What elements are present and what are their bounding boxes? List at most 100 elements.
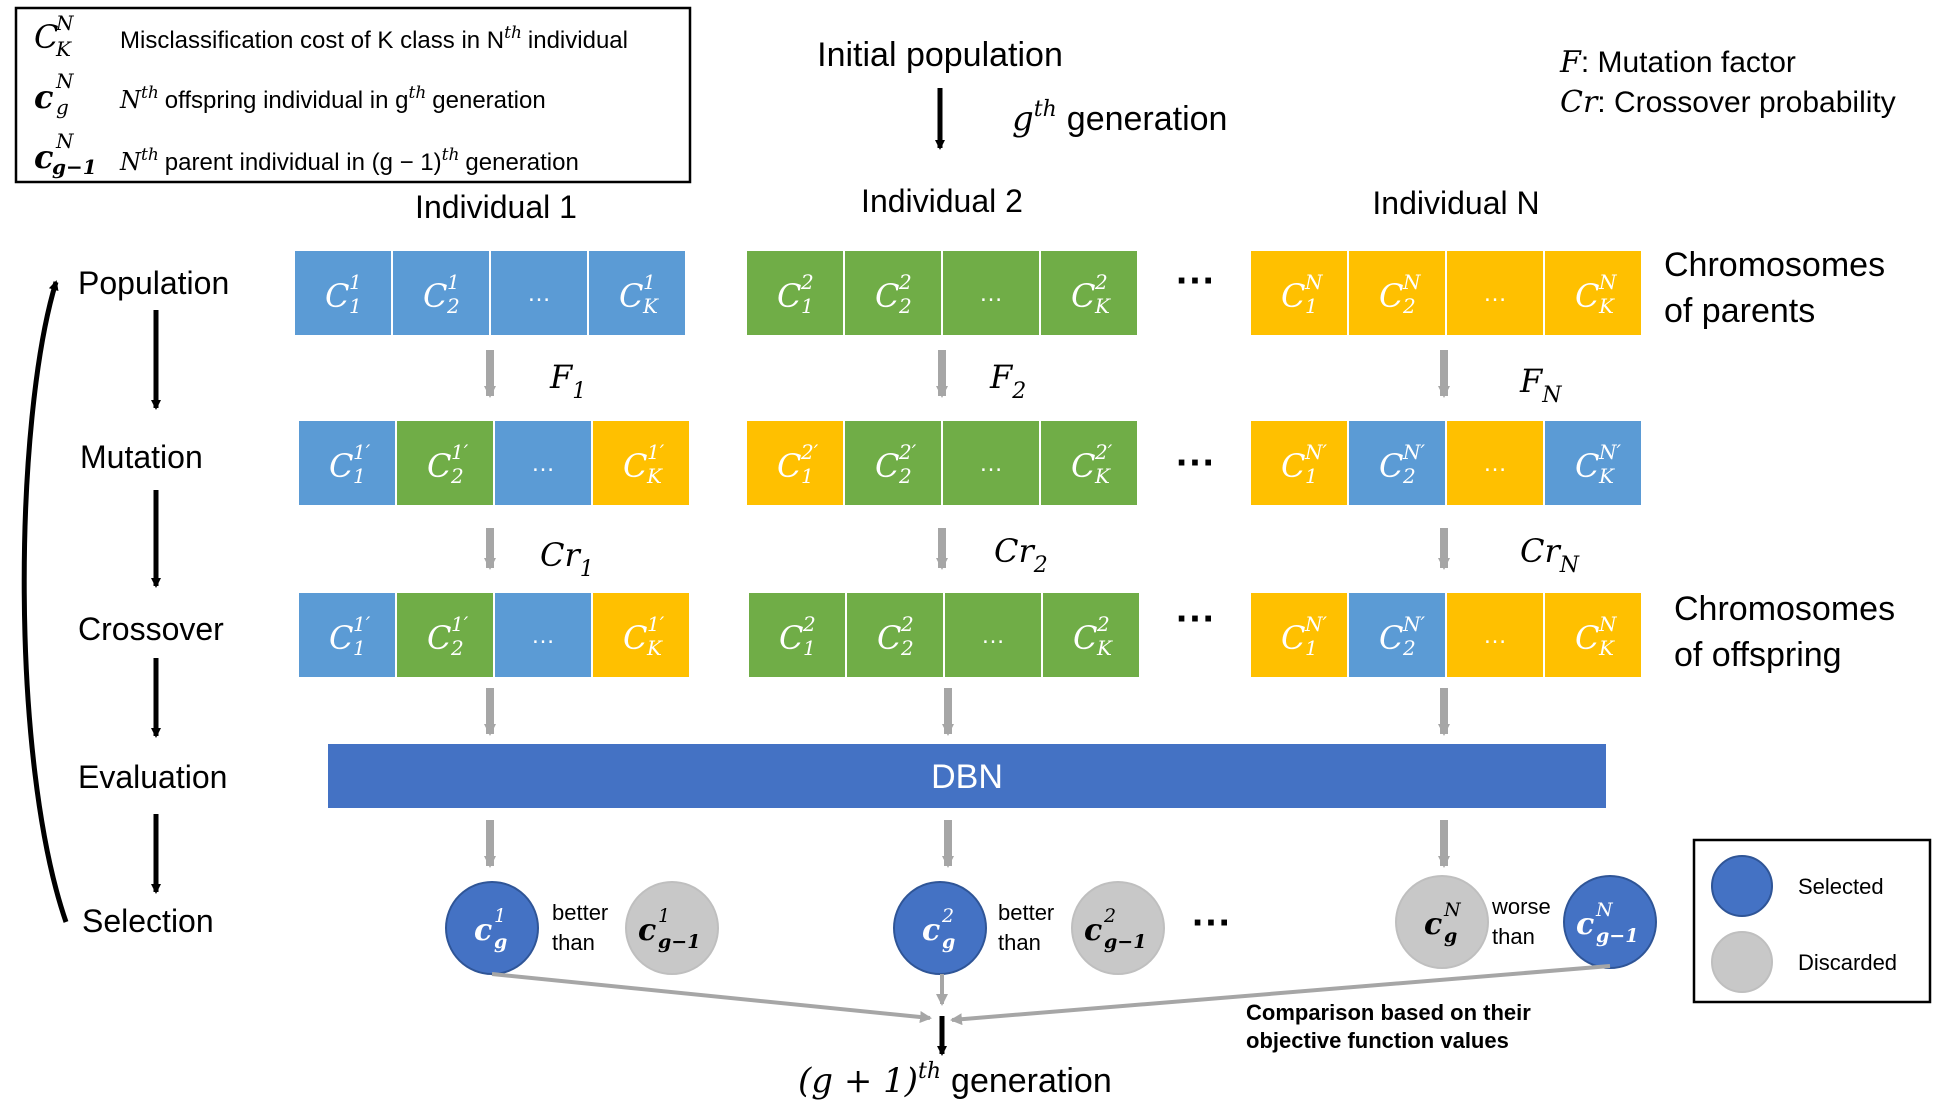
svg-text:Chromosomes: Chromosomes <box>1674 590 1895 628</box>
f-text: : Mutation factor <box>1581 46 1796 79</box>
gene-sub: 2 <box>898 294 912 318</box>
gene-sub: 2 <box>1402 294 1416 318</box>
converging-arrows <box>491 964 1611 1056</box>
crossover-gene-cell: … <box>943 591 1043 679</box>
gene-sup: N <box>1598 270 1618 294</box>
gene-symbol: C <box>777 447 801 485</box>
gene-symbol: C <box>1575 619 1599 657</box>
notation-box: C N K Misclassification cost of K class … <box>14 6 692 184</box>
svg-text:of offspring: of offspring <box>1674 636 1842 674</box>
gene-sup: 2 <box>1094 270 1108 294</box>
gene-ellipsis: … <box>531 622 555 649</box>
gene-symbol: C <box>877 619 901 657</box>
gene-symbol: C <box>325 277 349 315</box>
legend-discarded-label: Discarded <box>1798 950 1897 975</box>
gene-symbol: C <box>623 619 647 657</box>
gene-cell-bg <box>745 249 845 337</box>
gene-sub: K <box>642 294 659 318</box>
gene-symbol: C <box>423 277 447 315</box>
gene-symbol: C <box>329 447 353 485</box>
selection-legend: Selected Discarded <box>1692 838 1932 1004</box>
gene-ellipsis: … <box>979 450 1003 477</box>
notation-text-sup: th <box>141 145 159 165</box>
stage-evaluation: Evaluation <box>78 759 227 795</box>
gene-cell-bg <box>493 591 593 679</box>
gene-sup: N′ <box>1402 612 1426 636</box>
gene-symbol: C <box>1575 277 1599 315</box>
gene-cell-bg <box>745 419 845 507</box>
gene-sub: K <box>1094 464 1111 488</box>
gene-sup: 1′ <box>647 612 665 636</box>
gene-sub: 2 <box>450 464 464 488</box>
circle-symbol: c <box>638 913 656 948</box>
mutation-gene-cell: … <box>1445 419 1545 507</box>
gene-sub: 1 <box>801 294 814 318</box>
gene-cell-bg <box>747 591 847 679</box>
gene-symbol: C <box>1281 619 1305 657</box>
gene-cell-bg <box>843 419 943 507</box>
gene-sup: 1′ <box>353 612 371 636</box>
notation-sup: N <box>55 11 75 35</box>
gene-sup: 2′ <box>898 440 917 464</box>
gene-sup: 1′ <box>353 440 371 464</box>
gene-sup: 1′ <box>451 612 469 636</box>
gene-cell-bg <box>1543 591 1643 679</box>
gene-cell-bg <box>1347 249 1447 337</box>
discarded-individual-circle <box>1395 875 1489 969</box>
stage-crossover: Crossover <box>78 611 224 647</box>
comparison-note-line1: Comparison based on their <box>1246 1000 1531 1025</box>
gene-sub: 1 <box>801 464 814 488</box>
mutation-gene-cell: … <box>493 419 593 507</box>
f-symbol: F <box>1559 45 1582 80</box>
gene-sup: 1 <box>349 270 362 294</box>
stage-labels: Population Mutation Crossover Evaluation… <box>78 265 229 939</box>
notation-text: N <box>119 86 142 114</box>
gene-sub: K <box>1598 464 1615 488</box>
comparison-word: worse <box>1491 894 1551 919</box>
gene-symbol: C <box>619 277 643 315</box>
gene-sup: 1′ <box>451 440 469 464</box>
gene-cell-bg <box>587 249 687 337</box>
loop-back-arrow <box>21 280 69 923</box>
gene-cell-bg <box>1445 249 1545 337</box>
gene-sub: K <box>646 636 663 660</box>
gene-symbol: C <box>1071 447 1095 485</box>
legend-selected-swatch <box>1711 855 1773 917</box>
mutation-dots: ··· <box>1176 441 1216 485</box>
row-dots: ··· ··· ··· ··· <box>1176 259 1232 945</box>
gene-symbol: C <box>427 447 451 485</box>
gene-sub: K <box>1598 294 1615 318</box>
comparison-note-line2: objective function values <box>1246 1028 1509 1053</box>
factor-fn: FN <box>1519 362 1562 408</box>
gene-cell-bg <box>493 419 593 507</box>
gene-sub: 2 <box>900 636 914 660</box>
gene-sub: 2 <box>1402 636 1416 660</box>
gene-sub: 2 <box>446 294 460 318</box>
factor-f1: F1 <box>549 358 586 404</box>
parameter-legend: F: Mutation factor Cr: Crossover probabi… <box>1559 45 1896 120</box>
factor-f2: F2 <box>989 358 1026 404</box>
initial-population-label: Initial population <box>817 36 1063 74</box>
gene-cell-bg <box>297 419 397 507</box>
arrow-from-individual-n <box>950 964 1611 1026</box>
gene-ellipsis: … <box>979 280 1003 307</box>
dbn-label: DBN <box>931 758 1003 796</box>
legend-discarded-swatch <box>1711 931 1773 993</box>
notation-symbol: C <box>34 18 58 56</box>
arrow-from-individual-1 <box>491 972 932 1023</box>
individual-n-title: Individual N <box>1372 185 1539 221</box>
